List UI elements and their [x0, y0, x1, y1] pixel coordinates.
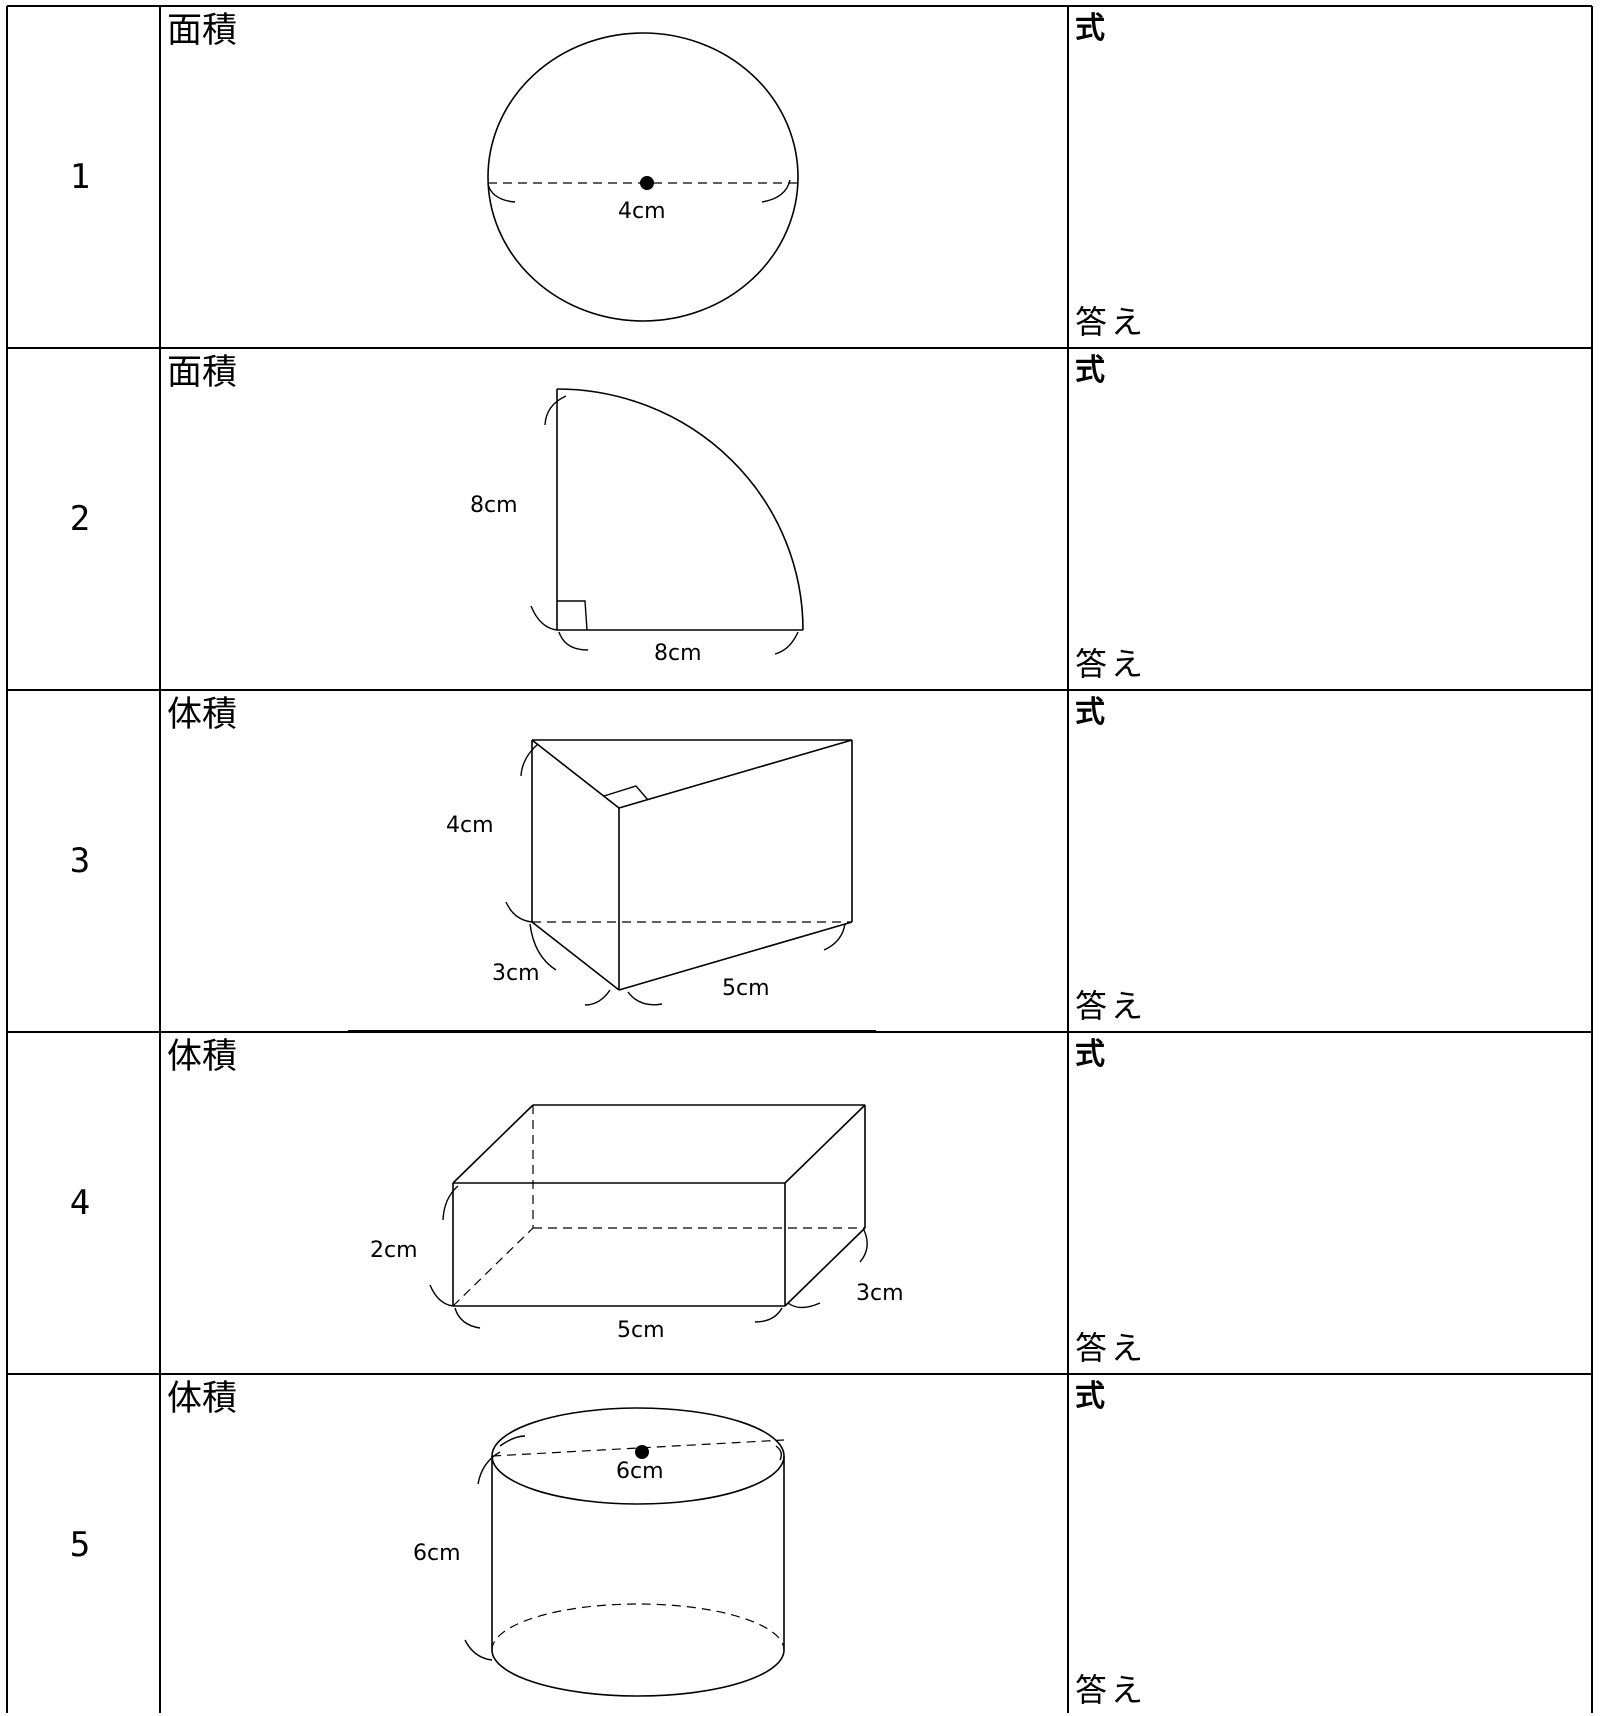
cuboid-figure: 2cm 5cm 3cm [370, 1104, 904, 1343]
dimension-label: 4cm [446, 813, 494, 838]
problem-row-3: 3 体積 式 答え 4cm 3cm 5cm [0, 690, 1600, 1032]
dimension-label: 3cm [856, 1281, 904, 1306]
question-type-label: 体積 [167, 1379, 238, 1419]
quarter-circle-figure: 8cm 8cm [470, 388, 804, 666]
cylinder-figure: 6cm 6cm [413, 1407, 785, 1697]
dimension-label: 8cm [654, 641, 702, 666]
triangular-prism-figure: 4cm 3cm 5cm [348, 739, 876, 1032]
answer-label: 答え [1075, 303, 1148, 341]
formula-label: 式 [1075, 1379, 1105, 1414]
dimension-label: 5cm [617, 1318, 665, 1343]
question-type-label: 面積 [167, 353, 238, 393]
dimension-label: 6cm [616, 1459, 664, 1484]
problem-number: 2 [69, 499, 91, 539]
formula-label: 式 [1075, 1037, 1105, 1072]
dimension-label: 5cm [722, 976, 770, 1001]
dimension-label: 2cm [370, 1238, 418, 1263]
problem-row-2: 2 面積 式 答え 8cm 8cm [0, 348, 1600, 690]
dimension-label: 3cm [492, 961, 540, 986]
problem-row-1: 1 面積 式 答え 4cm [0, 6, 1600, 348]
dimension-label: 8cm [470, 493, 518, 518]
problem-number: 3 [69, 841, 91, 881]
question-type-label: 体積 [167, 695, 238, 735]
answer-label: 答え [1075, 1671, 1148, 1709]
dimension-label: 4cm [618, 199, 666, 224]
answer-label: 答え [1075, 1329, 1148, 1367]
answer-label: 答え [1075, 987, 1148, 1025]
formula-label: 式 [1075, 695, 1105, 730]
problem-number: 4 [69, 1183, 91, 1223]
problem-row-4: 4 体積 式 答え 2cm 5cm 3cm [0, 1032, 1600, 1374]
dimension-label: 6cm [413, 1541, 461, 1566]
problem-number: 5 [69, 1525, 91, 1565]
formula-label: 式 [1075, 11, 1105, 46]
problem-number: 1 [69, 157, 91, 197]
answer-label: 答え [1075, 645, 1148, 683]
problem-row-5: 5 体積 式 答え 6cm 6cm [0, 1374, 1600, 1716]
question-type-label: 体積 [167, 1037, 238, 1077]
circle-figure: 4cm [487, 32, 799, 322]
formula-label: 式 [1075, 353, 1105, 388]
question-type-label: 面積 [167, 11, 238, 51]
